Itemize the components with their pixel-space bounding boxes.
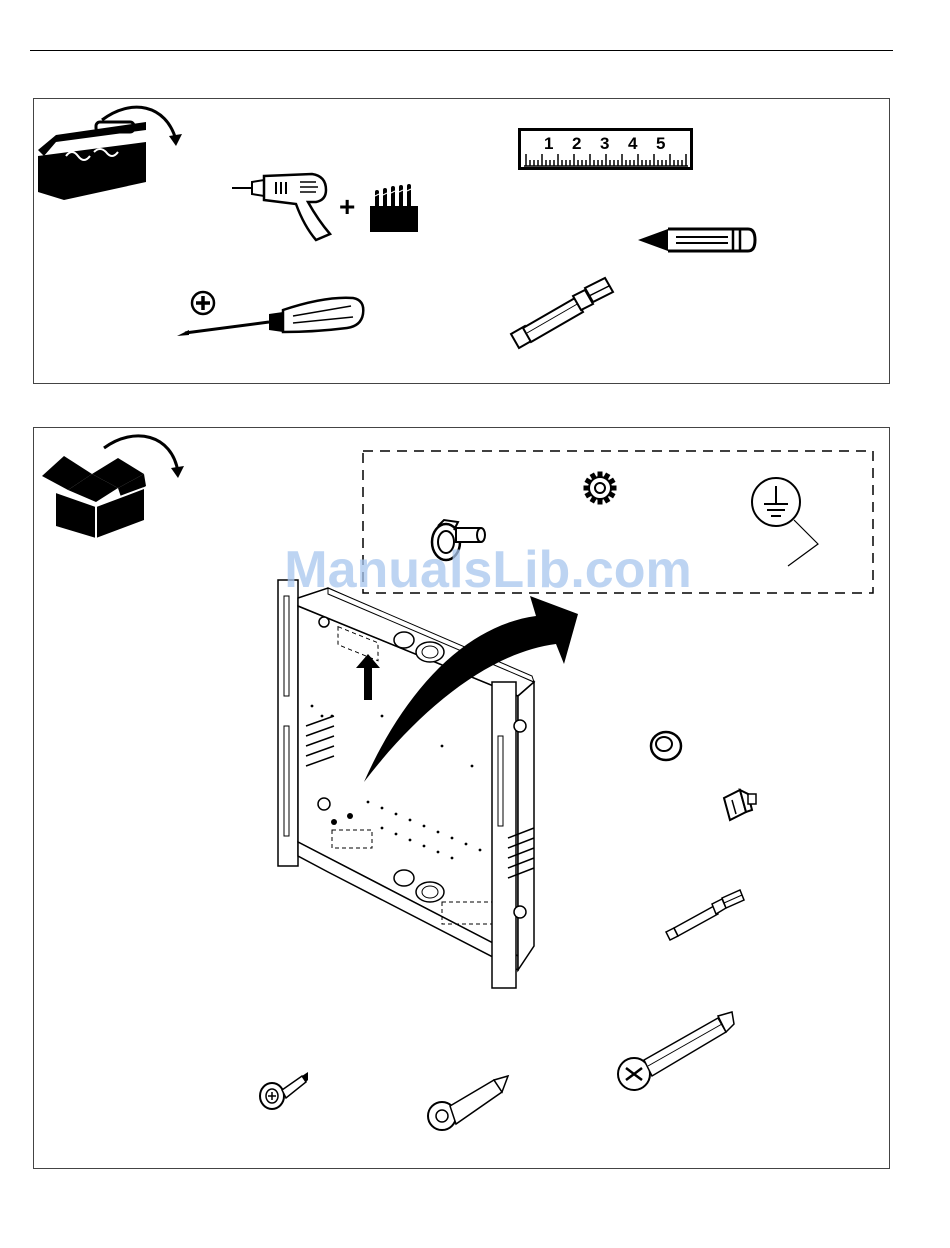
mounting-hole-dot [395,833,398,836]
mounting-hole-dot [437,851,440,854]
ruler-number: 5 [656,134,665,153]
mounting-hole-dot [423,825,426,828]
mounting-hole-dot [381,807,384,810]
long-screw-icon [614,1010,740,1094]
mounting-hole-dot [471,765,474,768]
wire-clip-icon [720,784,760,824]
mounting-hole-dot [465,843,468,846]
ruler-number: 3 [600,134,609,153]
anchor-screw-icon [424,1072,510,1134]
mounting-hole-dot [381,715,384,718]
mounting-hole-dot [367,801,370,804]
pencil-icon [636,226,758,254]
plus-sign: + [339,191,355,223]
mounting-hole-dot [331,715,334,718]
power-drill-icon [230,170,342,242]
mounting-hole-dot [409,839,412,842]
mounting-hole-dot [437,831,440,834]
small-screw-icon [258,1064,310,1112]
mounting-hole-dot [479,849,482,852]
lock-washer-icon [582,470,618,506]
washer-tooth [598,500,603,505]
hex-driver-bit-icon [505,276,619,350]
mounting-hole-dot [409,819,412,822]
drill-bits-icon [368,184,420,234]
mounting-hole-dot [451,837,454,840]
ruler-number: 2 [572,134,581,153]
mounting-hole-dot [311,705,314,708]
grommet-icon [648,728,684,764]
driver-bit-icon [662,888,748,944]
back-box-icon [272,576,584,990]
header-rule [30,50,893,51]
washer-tooth [612,486,617,491]
ruler-icon: 1 2 3 4 5 [518,128,694,172]
washer-tooth [598,472,603,477]
mounting-hole-dot [441,745,444,748]
mounting-hole-dot [423,845,426,848]
mounting-hole-dot [321,715,324,718]
ground-symbol-icon [750,474,822,570]
washer-tooth [584,486,589,491]
open-box-icon [38,430,188,540]
mounting-hole-dot [395,813,398,816]
cable-clamp-icon [428,516,490,564]
ruler-number: 4 [628,134,638,153]
phillips-screwdriver-icon [175,290,367,342]
mounting-hole-dot [381,827,384,830]
toolbox-icon [36,100,186,205]
ruler-number: 1 [544,134,553,153]
mounting-hole-dot [451,857,454,860]
